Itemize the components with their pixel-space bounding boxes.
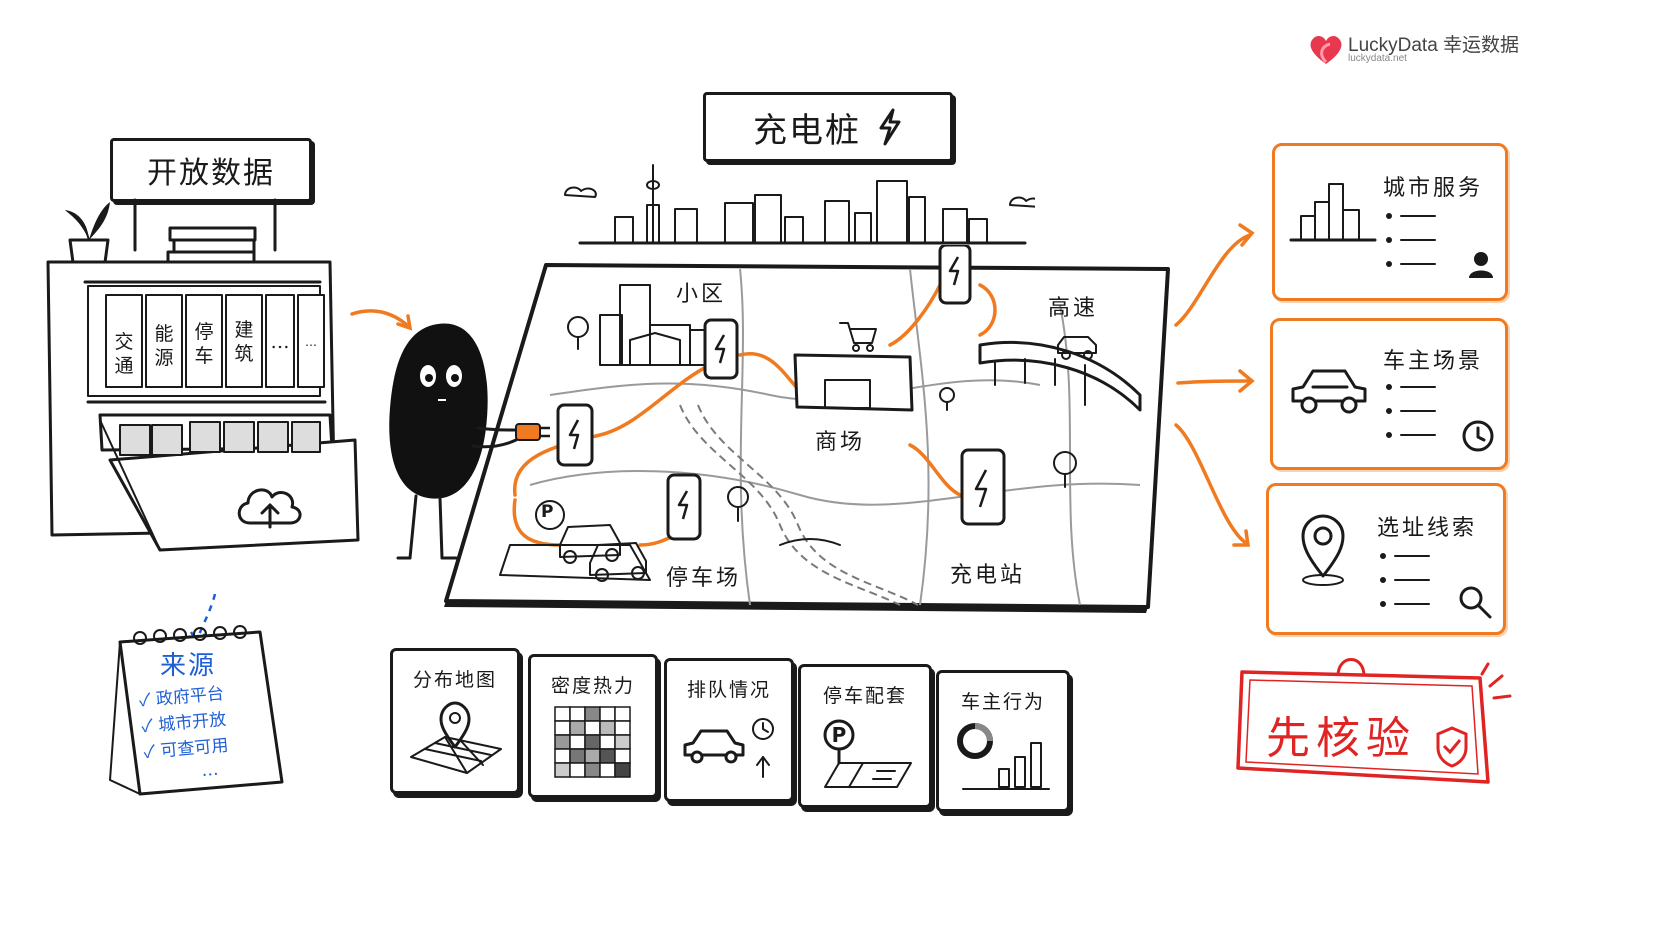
output-panel-site-selection: 选址线索	[1266, 483, 1506, 635]
brand-name: LuckyData 幸运数据	[1348, 35, 1520, 56]
heart-logo-icon	[1310, 35, 1342, 64]
card-title: 分布地图	[412, 669, 497, 691]
check-icon: ✓	[138, 689, 157, 712]
binder-label-more-1: …	[270, 331, 290, 353]
map-title-sign: 充电桩	[703, 92, 953, 162]
map-label-mall: 商场	[815, 430, 866, 455]
binder-row: 交通 能源 停车 建筑 … …	[100, 290, 330, 390]
bar-chart-icon	[957, 723, 1050, 790]
skyline	[564, 164, 1035, 245]
card-title: 密度热力	[550, 675, 635, 697]
map-features	[499, 245, 1097, 582]
card-title: 排队情况	[686, 679, 771, 701]
binder-label-energy: 能源	[154, 323, 174, 369]
blob-character	[389, 323, 550, 560]
shelf-to-character-arrow	[350, 309, 413, 331]
brand-url: luckydata.net	[1348, 53, 1407, 64]
brand-logo: LuckyData 幸运数据 luckydata.net	[1308, 30, 1548, 70]
verify-tag-text: 先核验	[1266, 713, 1416, 764]
lightning-icon	[879, 108, 901, 146]
card-title: 停车配套	[822, 685, 907, 707]
check-icon: ✓	[142, 741, 162, 764]
source-title: 来源	[160, 651, 217, 681]
output-panel-city-service: 城市服务	[1272, 143, 1508, 301]
parking-icon: P	[823, 719, 912, 788]
output-title: 车主场景	[1383, 349, 1484, 374]
data-card-driver-behavior: 车主行为	[936, 670, 1070, 812]
car-clock-icon	[683, 718, 774, 778]
output-panel-driver-scene: 车主场景	[1270, 318, 1508, 470]
map-label-highway: 高速	[1048, 296, 1099, 321]
output-arrows	[1174, 223, 1255, 547]
data-card-parking-support: 停车配套 P	[798, 664, 932, 808]
city-icon	[1289, 183, 1377, 242]
output-title: 城市服务	[1383, 176, 1484, 201]
source-calendar	[109, 625, 284, 796]
data-card-queue-status: 排队情况	[664, 658, 794, 802]
map-title: 充电桩	[753, 110, 861, 151]
magnifier-icon	[1459, 586, 1492, 619]
map-label-station: 充电站	[950, 563, 1026, 588]
bullet-list	[1385, 208, 1455, 278]
binder-label-traffic: 交通	[114, 331, 134, 377]
binder-label-building: 建筑	[234, 319, 254, 365]
output-title: 选址线索	[1377, 516, 1478, 541]
location-pin-icon	[1301, 514, 1345, 586]
bullet-list	[1379, 548, 1449, 618]
clock-icon	[1462, 420, 1494, 452]
data-card-distribution-map: 分布地图	[390, 648, 520, 794]
user-icon	[1469, 252, 1493, 278]
heatmap-grid-icon	[554, 706, 631, 778]
bullet-list	[1385, 379, 1455, 449]
open-data-sign: 开放数据	[110, 138, 312, 202]
cloud-upload-icon	[237, 488, 302, 529]
map-pin-icon	[410, 701, 502, 774]
verify-tag: 先核验	[1232, 650, 1522, 800]
map-label-parking: 停车场	[666, 566, 742, 591]
card-title: 车主行为	[960, 691, 1045, 713]
parking-sign-letter: P	[541, 502, 554, 522]
data-card-density-heatmap: 密度热力	[528, 654, 658, 798]
check-icon: ✓	[140, 715, 160, 738]
svg-text:P: P	[832, 723, 847, 747]
binder-label-more-2: …	[305, 335, 317, 349]
map-label-community: 小区	[676, 282, 727, 307]
open-data-sign-text: 开放数据	[147, 156, 275, 191]
binder-label-parking: 停车	[194, 321, 214, 367]
car-icon	[1291, 369, 1367, 414]
source-list: ✓ 政府平台 ✓ 城市开放 ✓ 可查可用 …	[138, 676, 286, 786]
